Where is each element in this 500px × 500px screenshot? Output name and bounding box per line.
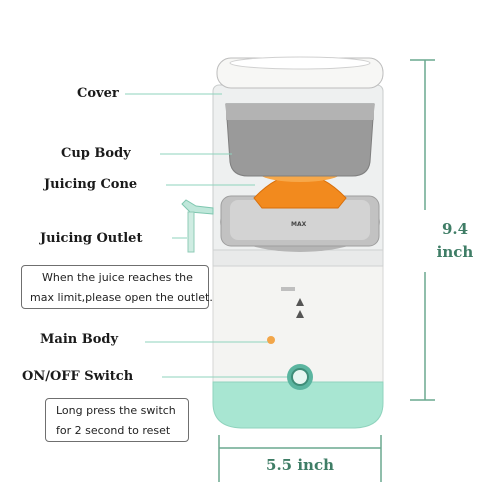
height-unit: inch <box>436 242 474 261</box>
outlet-spout <box>181 199 214 215</box>
mint-base <box>212 381 384 429</box>
label-cover: Cover <box>77 86 119 101</box>
align-arrow-top <box>296 298 304 306</box>
label-cup-body: Cup Body <box>61 146 131 161</box>
outlet-handle <box>187 211 195 253</box>
switch-button <box>291 368 309 386</box>
max-mark: MAX <box>291 221 307 228</box>
cone-ring-inner <box>230 200 370 240</box>
note-outlet: When the juice reaches the max limit,ple… <box>21 265 213 309</box>
cup-body-shape <box>225 103 375 177</box>
label-switch: ON/OFF Switch <box>22 369 134 384</box>
align-arrow-bottom <box>296 310 304 318</box>
label-juicing-cone: Juicing Cone <box>44 177 138 192</box>
height-dimension: 9.4 inch <box>430 218 480 263</box>
note-reset: Long press the switch for 2 second to re… <box>45 398 189 442</box>
cover-top <box>229 56 371 70</box>
note-reset-line-2: for 2 second to reset <box>56 424 171 437</box>
label-main-body: Main Body <box>40 332 119 347</box>
outlet-mark <box>281 287 295 291</box>
height-value: 9.4 <box>441 220 469 238</box>
indicator-dot <box>267 336 275 344</box>
label-juicing-outlet: Juicing Outlet <box>40 231 143 246</box>
note-outlet-line-1: When the juice reaches the <box>42 271 193 284</box>
width-dimension: 5.5 inch <box>266 456 334 474</box>
note-reset-line-1: Long press the switch <box>56 404 176 417</box>
note-outlet-line-2: max limit,please open the outlet. <box>30 291 213 304</box>
body-top-band <box>212 249 384 267</box>
cup-rim <box>226 104 374 120</box>
